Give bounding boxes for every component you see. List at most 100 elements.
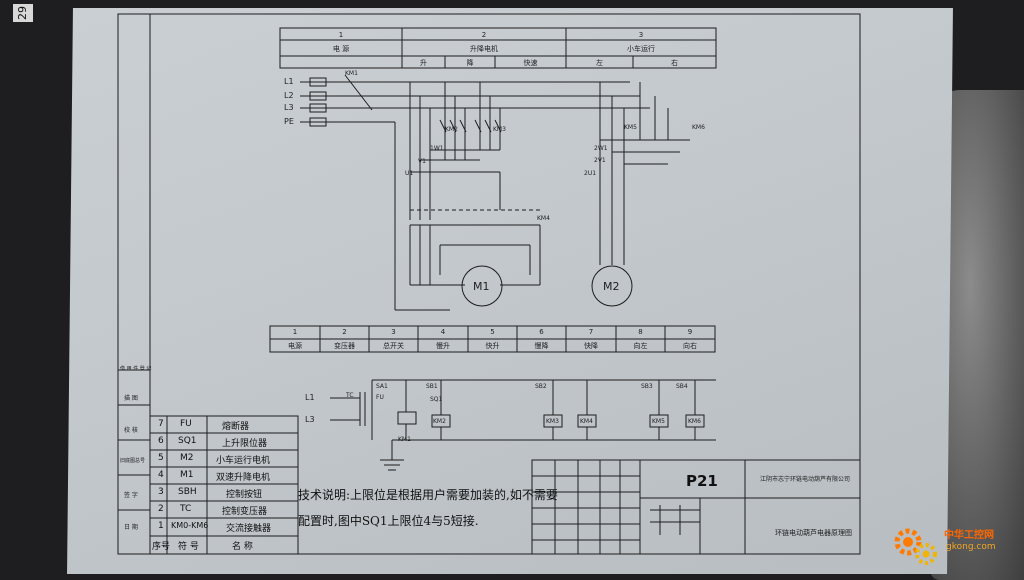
parts-row-no: 6	[158, 436, 164, 446]
power-label-pe: PE	[284, 117, 294, 126]
top-col-2-label: 升降电机	[470, 45, 498, 53]
tech-note-line1: 技术说明:上限位是根据用户需要加装的,如不需要	[298, 488, 558, 502]
ctrl-col-1-label: 电源	[288, 342, 302, 350]
parts-row-code: M2	[180, 453, 194, 463]
ctrl-km3-label: KM3	[546, 418, 559, 425]
parts-header-code: 符 号	[178, 542, 199, 552]
top-sub-left: 左	[596, 59, 603, 67]
motor-m2-symbol	[591, 265, 633, 307]
ctrl-km5-label: KM5	[652, 418, 665, 425]
top-sub-down: 降	[466, 59, 474, 67]
ctrl-col-6-no: 6	[539, 328, 544, 336]
parts-row-no: 1	[158, 521, 164, 531]
sq1-label: SQ1	[430, 396, 443, 403]
parts-row-name: 交流接触器	[226, 524, 272, 534]
motor-m1-label: M1	[473, 280, 490, 293]
ctrl-col-9-no: 9	[687, 328, 693, 336]
parts-row-3: 3 SBH 控制按钮	[152, 486, 300, 500]
ctrl-km2-label: KM2	[433, 418, 446, 425]
drawing-title: 环链电动葫芦电器原理图	[775, 529, 852, 537]
top-sub-fast: 快速	[523, 59, 538, 67]
parts-row-1: 1 KM0-KM6 交流接触器	[152, 520, 300, 534]
ctrl-km6-label: KM6	[688, 418, 701, 425]
parts-row-4: 4 M1 双速升降电机	[152, 469, 300, 483]
parts-row-no: 2	[158, 504, 164, 514]
parts-row-2: 2 TC 控制变压器	[152, 503, 300, 517]
top-col-3-label: 小车运行	[627, 45, 655, 53]
drawing-frame	[117, 13, 861, 555]
ctrl-col-4-label: 慢升	[436, 342, 450, 350]
gear-logo-icon	[894, 528, 937, 565]
ctrl-col-5-no: 5	[490, 328, 495, 336]
top-col-2-no: 2	[481, 31, 487, 39]
side-label-date: 日 期	[124, 524, 138, 531]
top-col-1-label: 电 源	[332, 45, 350, 53]
motor-m2-label: M2	[603, 280, 620, 293]
parts-row-code: SBH	[178, 487, 197, 497]
ctrl-col-8-no: 8	[638, 328, 643, 336]
fu-label: FU	[376, 394, 384, 401]
top-table	[279, 27, 717, 69]
ctrl-km4-label: KM4	[580, 418, 593, 425]
parts-row-7: 7 FU 熔断器	[152, 418, 300, 432]
w2-label: 2W1	[594, 145, 608, 152]
ctrl-col-7-label: 快降	[584, 342, 598, 350]
title-block	[531, 459, 861, 555]
km6-label: KM6	[692, 124, 705, 131]
ctrl-l3-label: L3	[305, 415, 315, 424]
sb1-label: SB1	[426, 383, 438, 390]
u1-label: U1	[405, 170, 414, 177]
ctrl-col-4-no: 4	[440, 328, 446, 336]
v1-label: V1	[418, 158, 426, 165]
ctrl-col-7-no: 7	[588, 328, 594, 336]
ctrl-km1-label: KM1	[398, 436, 411, 443]
side-label-check: 校 核	[124, 427, 138, 434]
parts-header-row: 序号 符 号 名 称	[152, 538, 300, 552]
parts-row-no: 7	[158, 419, 164, 429]
km4-label: KM4	[537, 215, 550, 222]
motor-m1-symbol	[461, 265, 503, 307]
top-sub-right: 右	[671, 59, 678, 67]
top-sub-up: 升	[420, 59, 427, 67]
tc-label: TC	[346, 392, 354, 399]
parts-row-code: M1	[180, 470, 194, 480]
ctrl-col-9-label: 向右	[683, 342, 697, 350]
side-label-sign: 签 字	[124, 492, 138, 499]
drawing-number: P21	[686, 472, 718, 490]
parts-row-name: 控制按钮	[226, 490, 263, 500]
ctrl-col-3-label: 总开关	[383, 342, 404, 350]
parts-row-code: SQ1	[178, 436, 197, 446]
parts-row-name: 控制变压器	[222, 507, 268, 517]
ctrl-col-2-no: 2	[342, 328, 347, 336]
parts-row-no: 5	[158, 453, 164, 463]
tech-note-line2: 配置时,图中SQ1上限位4与5短接.	[298, 514, 479, 528]
company-name: 江阴市志宁环链电动葫芦有限公司	[760, 476, 851, 483]
ctrl-l1-label: L1	[305, 393, 315, 402]
parts-list-table	[149, 415, 299, 555]
parts-row-name: 熔断器	[222, 422, 250, 432]
w1-label: 1W1	[430, 145, 444, 152]
power-label-l1: L1	[284, 77, 294, 86]
ctrl-col-1-no: 1	[292, 328, 298, 336]
ctrl-col-5-label: 快升	[485, 342, 500, 350]
v2-label: 2V1	[594, 157, 606, 164]
sa1-label: SA1	[376, 383, 388, 390]
u2-label: 2U1	[584, 170, 597, 177]
sb3-label: SB3	[641, 383, 653, 390]
parts-row-code: KM0-KM6	[171, 521, 209, 530]
parts-header-no: 序号	[152, 542, 171, 552]
parts-row-no: 4	[158, 470, 164, 480]
top-col-3-no: 3	[638, 31, 644, 39]
parts-row-code: TC	[180, 504, 192, 514]
ctrl-col-8-label: 向左	[633, 342, 648, 350]
parts-row-5: 5 M2 小车运行电机	[152, 452, 300, 466]
ctrl-col-3-no: 3	[391, 328, 396, 336]
parts-row-no: 3	[158, 487, 164, 497]
side-label-tracing: 描 图	[124, 395, 138, 402]
power-label-l2: L2	[284, 91, 294, 100]
parts-row-name: 小车运行电机	[216, 456, 271, 466]
km5-label: KM5	[624, 124, 637, 131]
km1-label: KM1	[345, 70, 358, 77]
side-label-borrowed: 借 用 件 登 记	[120, 366, 152, 372]
